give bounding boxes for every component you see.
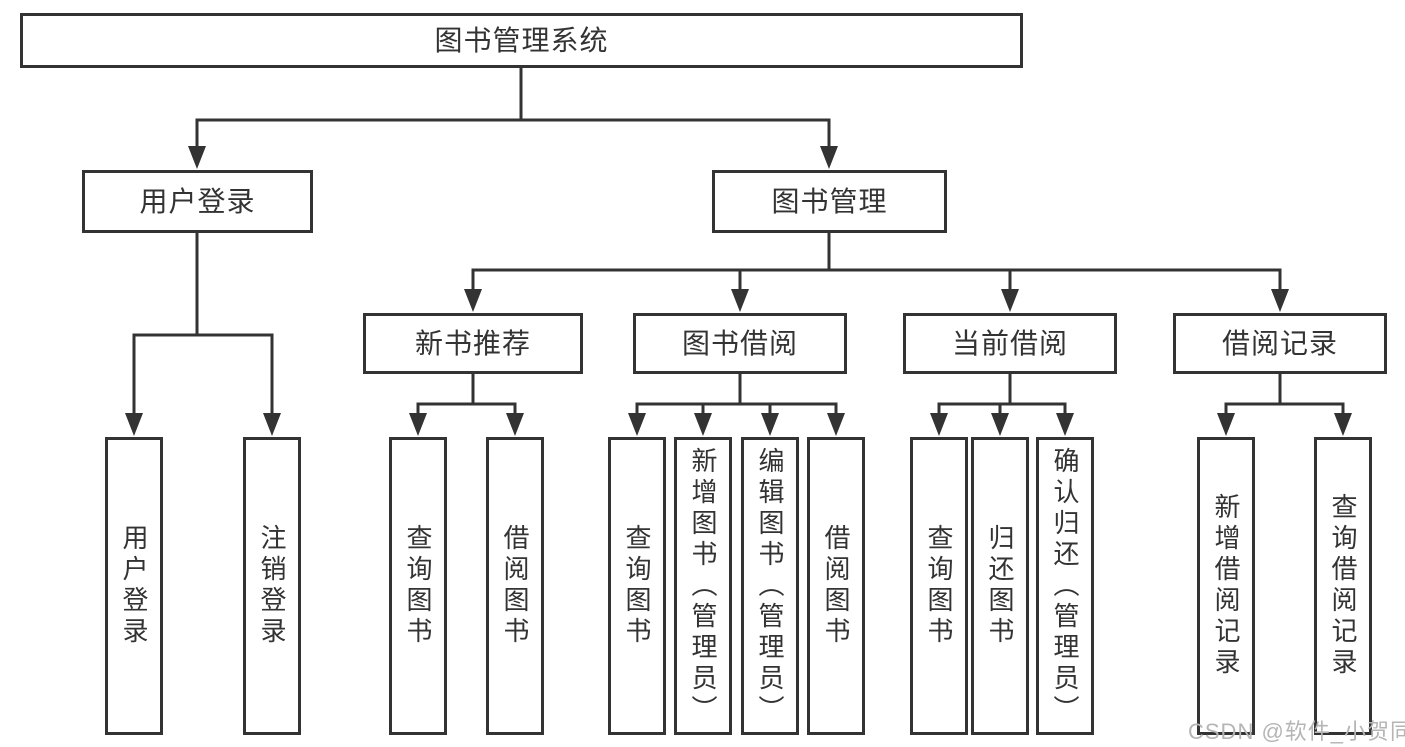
- leaf-return-books: 归还图书: [971, 437, 1029, 735]
- leaf-borrow-books-borrowing: 借阅图书: [807, 437, 865, 735]
- node-borrowing-records: 借阅记录: [1173, 313, 1387, 374]
- node-current-borrowing: 当前借阅: [903, 313, 1117, 374]
- node-user-login: 用户登录: [82, 170, 313, 233]
- leaf-search-books-borrowing: 查询图书: [608, 437, 666, 735]
- leaf-search-books-recommend: 查询图书: [389, 437, 447, 735]
- leaf-user-login: 用户登录: [105, 437, 163, 735]
- leaf-confirm-return-admin: 确认归还（管理员）: [1036, 437, 1094, 735]
- csdn-watermark: CSDN @软件_小贺同学: [1188, 719, 1405, 744]
- leaf-logout: 注销登录: [243, 437, 301, 735]
- leaf-borrow-books-recommend: 借阅图书: [486, 437, 544, 735]
- leaf-search-books-current: 查询图书: [910, 437, 968, 735]
- node-library-management-system: 图书管理系统: [20, 13, 1023, 68]
- node-new-book-recommendation: 新书推荐: [363, 313, 583, 374]
- leaf-search-borrow-record: 查询借阅记录: [1314, 437, 1372, 735]
- leaf-edit-books-admin: 编辑图书（管理员）: [741, 437, 799, 735]
- leaf-add-borrow-record: 新增借阅记录: [1197, 437, 1255, 735]
- leaf-add-books-admin: 新增图书（管理员）: [674, 437, 732, 735]
- node-book-borrowing: 图书借阅: [633, 313, 847, 374]
- node-book-management: 图书管理: [712, 170, 947, 233]
